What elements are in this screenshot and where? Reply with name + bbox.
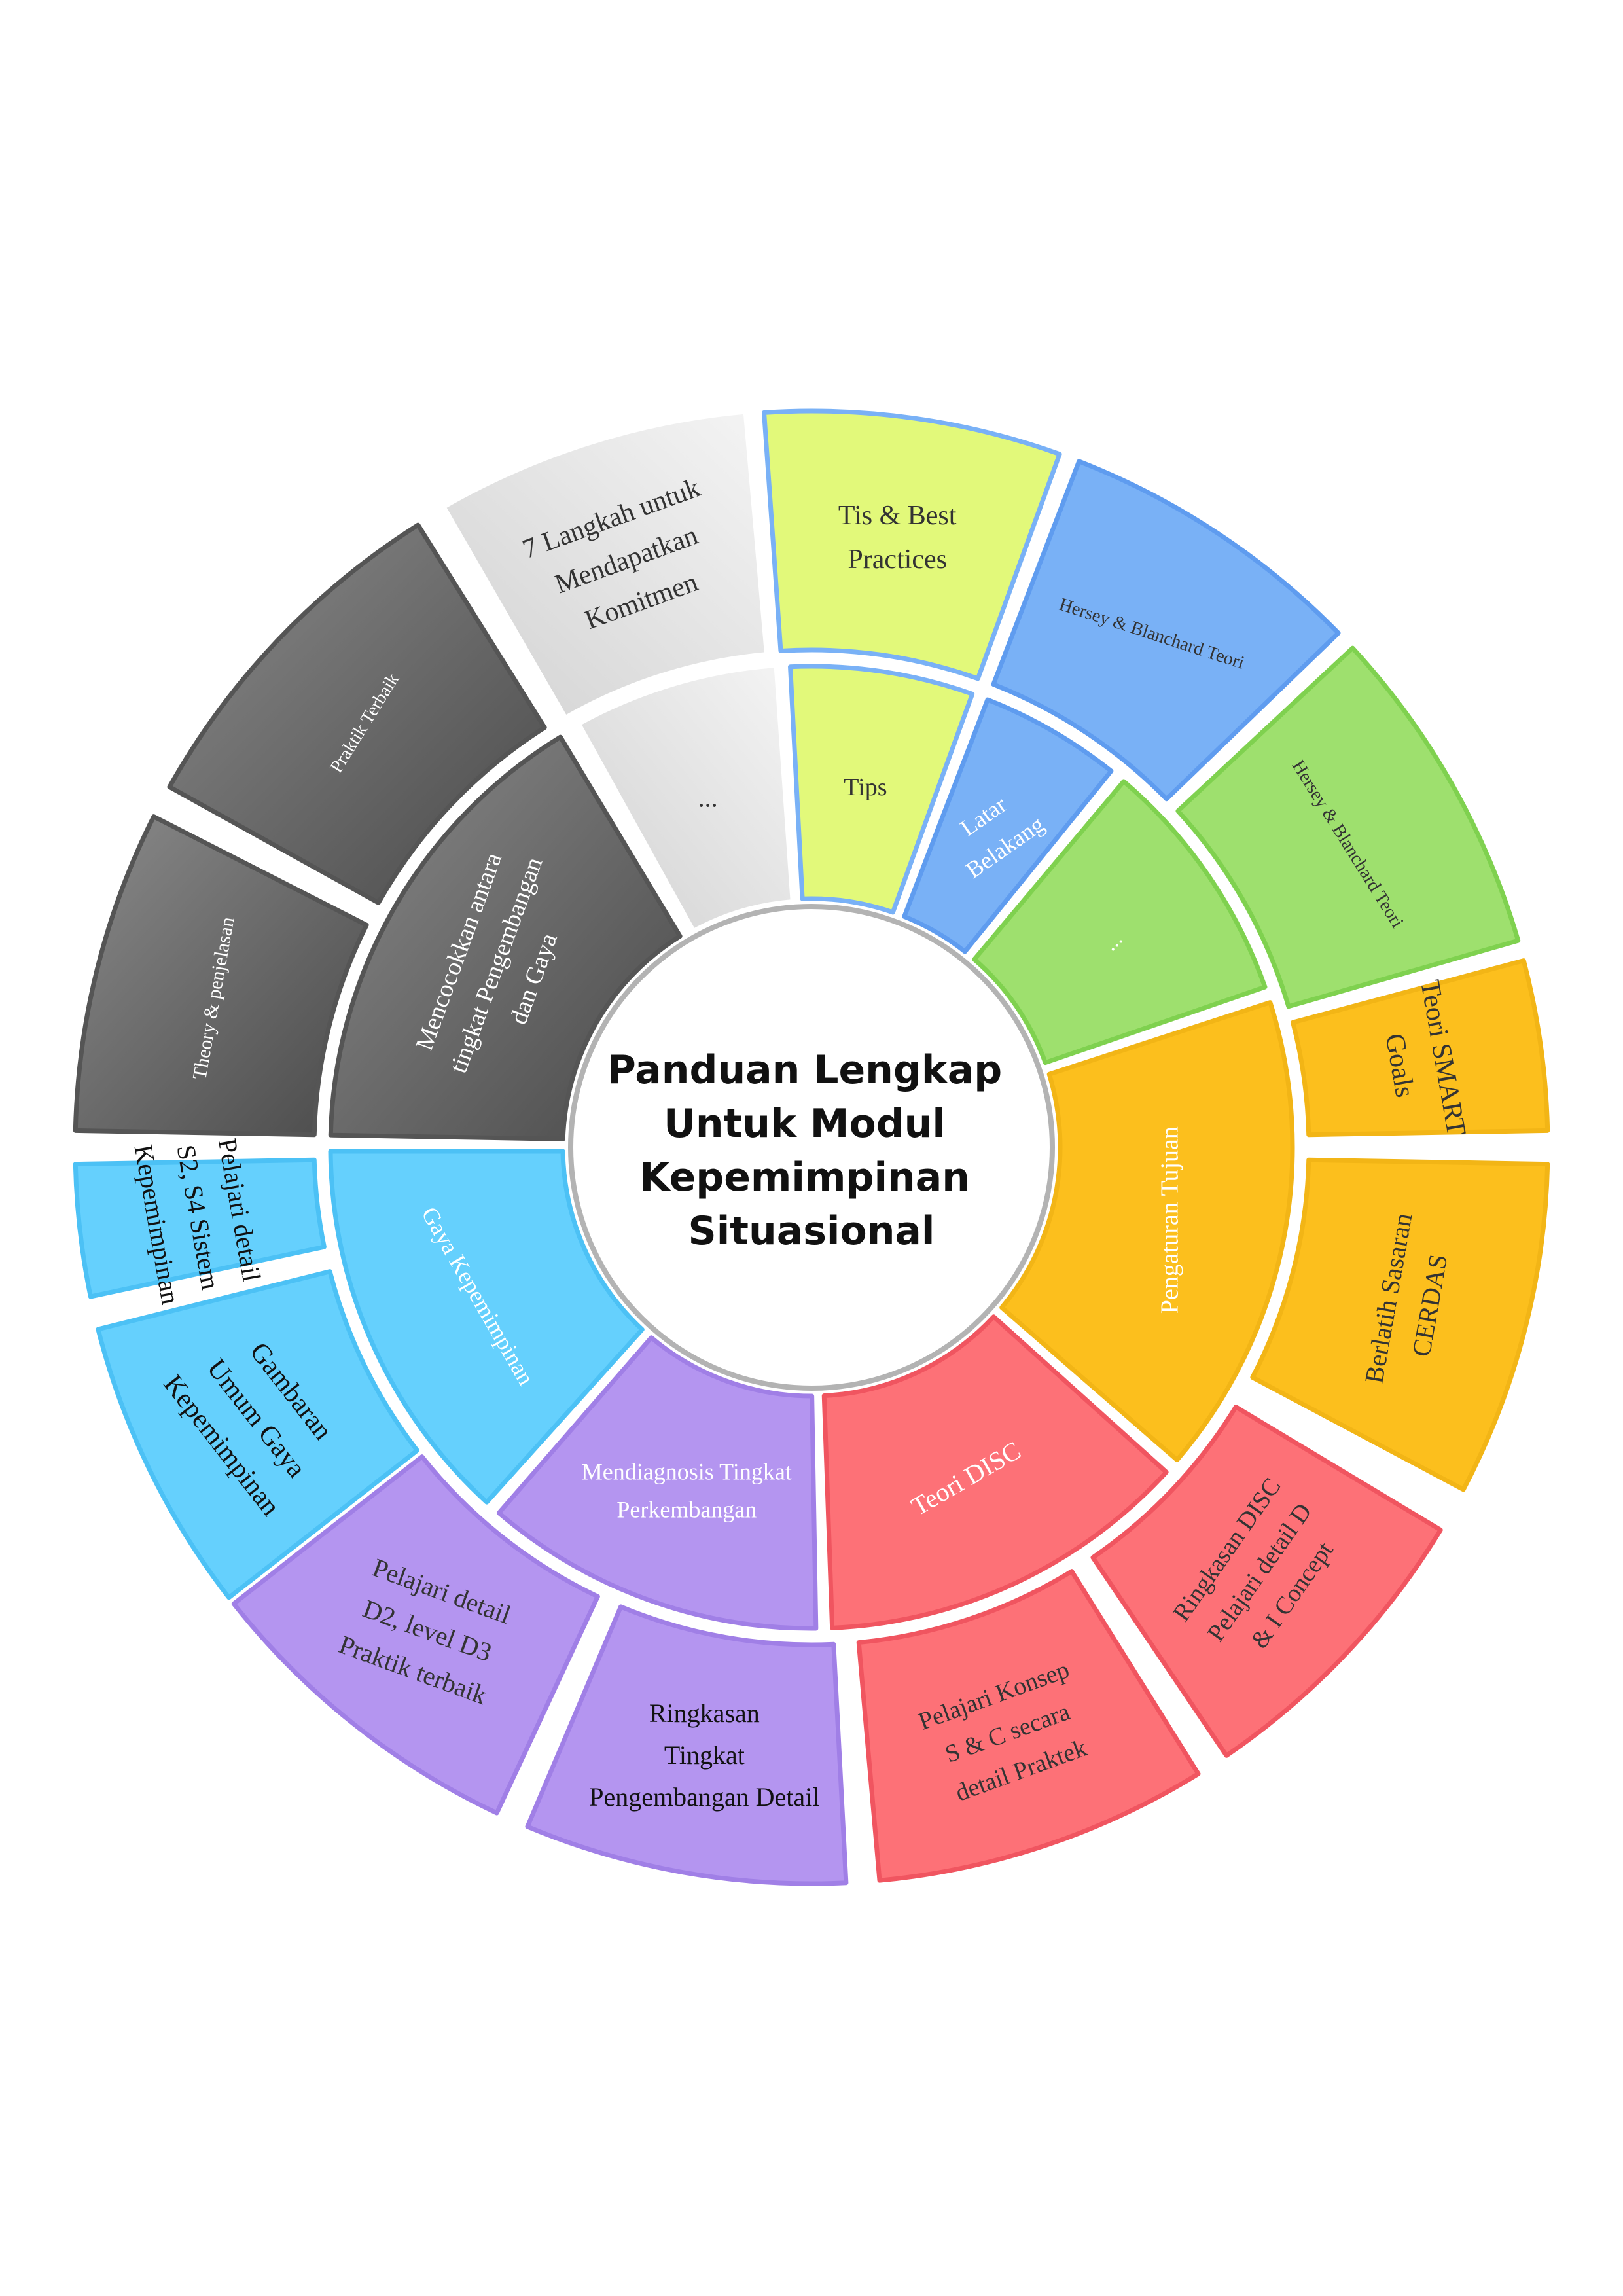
outer-segment-shape[interactable] bbox=[1090, 1405, 1443, 1758]
inner-segment-pengaturan-tujuan[interactable]: Pengaturan Tujuan bbox=[999, 1000, 1295, 1463]
inner-segment-gaya-kepemimpinan[interactable]: Gaya Kepemimpinan bbox=[328, 1149, 645, 1505]
outer-segment-pelajari-d2[interactable]: Pelajari detailD2, level D3Praktik terba… bbox=[231, 1454, 600, 1816]
inner-segment-shape[interactable] bbox=[972, 779, 1268, 1066]
center-title: Panduan Lengkap Untuk Modul Kepemimpinan… bbox=[607, 1047, 1016, 1254]
inner-segment-mencocokkan[interactable]: Mencocokkan antaratingkat Pengembanganda… bbox=[328, 734, 683, 1141]
outer-segment-shape[interactable] bbox=[96, 1269, 419, 1600]
center-title-line-4: Situasional bbox=[688, 1208, 935, 1254]
outer-segment-shape[interactable] bbox=[1175, 645, 1521, 1009]
outer-segment-theory-penjelasan[interactable]: Theory & penjelasan bbox=[73, 814, 369, 1138]
outer-segment-pelajari-s2s4[interactable]: Pelajari detailS2, S4 SistemKepemimpinan bbox=[73, 1128, 327, 1306]
outer-segment-hersey-blanchard-1[interactable]: Hersey & Blanchard Teori bbox=[991, 459, 1341, 802]
outer-segment-shape[interactable] bbox=[525, 1604, 849, 1886]
outer-segment-label-line: Tis & Best bbox=[838, 501, 957, 531]
center-circle bbox=[568, 904, 1055, 1391]
outer-segment-shape[interactable] bbox=[73, 1157, 327, 1299]
outer-segment-label-line: Ringkasan bbox=[649, 1698, 760, 1728]
inner-segment-hersey-gap[interactable]: ... bbox=[972, 779, 1268, 1066]
inner-segment-shape[interactable] bbox=[902, 697, 1114, 954]
outer-segment-label-line: Tingkat bbox=[664, 1740, 745, 1770]
inner-segment-shape[interactable] bbox=[496, 1335, 819, 1631]
inner-segment-shape[interactable] bbox=[999, 1000, 1295, 1463]
center-hub: Panduan Lengkap Untuk Modul Kepemimpinan… bbox=[568, 904, 1055, 1391]
outer-segment-label-line: Pengembangan Detail bbox=[589, 1782, 819, 1812]
outer-segment-hersey-blanchard-2[interactable]: Hersey & Blanchard Teori bbox=[1175, 645, 1521, 1009]
outer-segment-berlatih-sasaran[interactable]: Berlatih SasaranCERDAS bbox=[1250, 1157, 1550, 1492]
outer-segment-ringkasan-disc[interactable]: Ringkasan DISCPelajari detail D& I Conce… bbox=[1090, 1405, 1443, 1758]
outer-segment-shape[interactable] bbox=[991, 459, 1341, 802]
inner-segment-theory-gap[interactable]: ... bbox=[581, 668, 791, 928]
inner-segment-shape[interactable] bbox=[328, 1149, 645, 1505]
inner-segment-label: Pengaturan Tujuan bbox=[1156, 1126, 1184, 1314]
inner-segment-label-line: ... bbox=[698, 783, 718, 812]
outer-segment-shape[interactable] bbox=[762, 408, 1062, 681]
outer-segment-shape[interactable] bbox=[73, 814, 369, 1138]
outer-segment-shape[interactable] bbox=[231, 1454, 600, 1816]
outer-segment-shape[interactable] bbox=[446, 414, 764, 715]
inner-segment-shape[interactable] bbox=[788, 664, 975, 915]
inner-segment-shape[interactable] bbox=[821, 1314, 1169, 1630]
inner-segment-label: ... bbox=[698, 783, 718, 812]
inner-segment-tips[interactable]: Tips bbox=[788, 664, 975, 915]
outer-segment-shape[interactable] bbox=[1291, 958, 1550, 1138]
inner-segment-shape[interactable] bbox=[328, 734, 683, 1141]
outer-segment-tujuh-langkah[interactable]: 7 Langkah untukMendapatkanKomitmen bbox=[446, 414, 764, 715]
outer-segment-shape[interactable] bbox=[167, 522, 547, 905]
inner-segment-label: Tips bbox=[844, 774, 887, 801]
outer-ring: 7 Langkah untukMendapatkanKomitmen Tis & … bbox=[73, 408, 1550, 1886]
inner-segment-label-line: Pengaturan Tujuan bbox=[1156, 1126, 1184, 1314]
center-title-line-2: Untuk Modul bbox=[664, 1101, 946, 1147]
inner-segment-label-line: Tips bbox=[844, 774, 887, 801]
outer-segment-teori-smart[interactable]: Teori SMARTGoals bbox=[1291, 958, 1550, 1146]
outer-segment-shape[interactable] bbox=[1250, 1157, 1550, 1492]
outer-segment-konsep-sc[interactable]: Pelajari KonsepS & C secaradetail Prakte… bbox=[856, 1569, 1201, 1883]
outer-segment-shape[interactable] bbox=[856, 1569, 1201, 1883]
outer-segment-praktik-terbaik[interactable]: Praktik Terbaik bbox=[167, 522, 547, 905]
inner-segment-teori-disc[interactable]: Teori DISC bbox=[821, 1314, 1169, 1630]
outer-segment-label-line: Practices bbox=[847, 545, 947, 575]
inner-segment-shape[interactable] bbox=[581, 668, 791, 928]
inner-segment-label-line: Perkembangan bbox=[616, 1496, 757, 1522]
center-title-line-1: Panduan Lengkap bbox=[607, 1047, 1002, 1093]
center-title-line-3: Kepemimpinan bbox=[639, 1155, 970, 1200]
inner-segment-label-line: Mendiagnosis Tingkat bbox=[582, 1459, 792, 1485]
outer-segment-gambaran-umum[interactable]: GambaranUmum GayaKepemimpinan bbox=[96, 1269, 419, 1600]
